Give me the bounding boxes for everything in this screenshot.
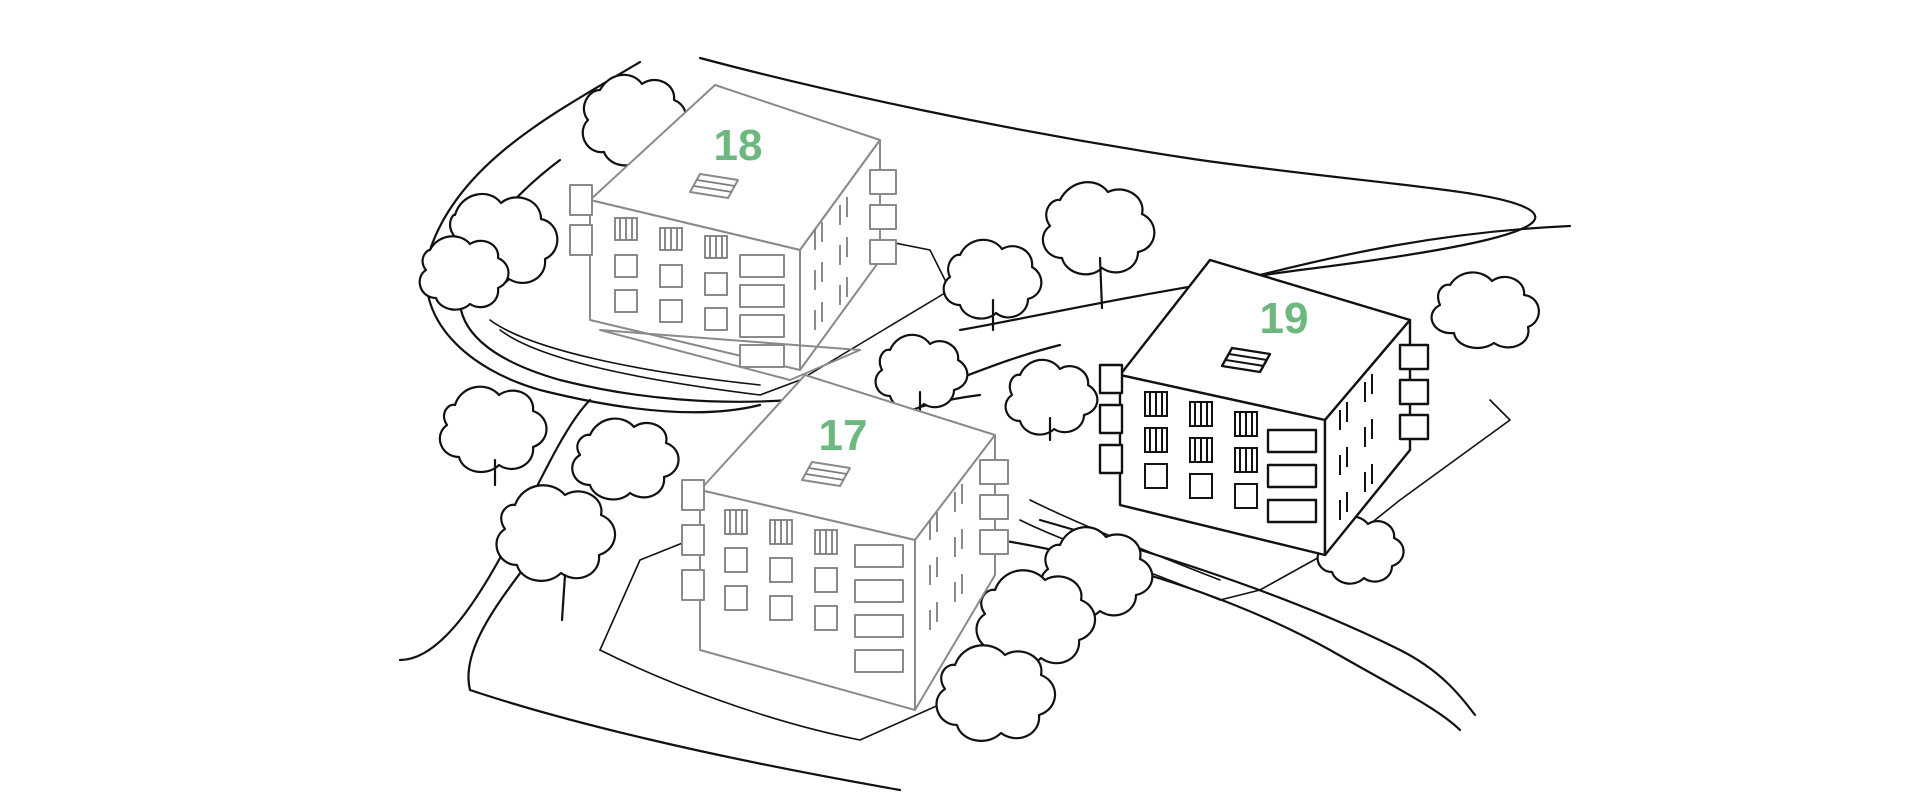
tree	[1041, 181, 1156, 276]
tree	[942, 238, 1043, 320]
windows	[614, 197, 848, 331]
tree	[874, 333, 969, 411]
tree	[571, 417, 680, 501]
tree	[418, 235, 510, 311]
building-number-label[interactable]: 17	[819, 411, 868, 460]
tree	[935, 644, 1057, 742]
tree	[1430, 271, 1540, 350]
tree	[438, 385, 548, 474]
tree	[975, 569, 1097, 667]
building-number-label[interactable]: 18	[714, 121, 763, 170]
tree	[495, 484, 617, 582]
roof-vent-icon	[1220, 346, 1272, 374]
building-19[interactable]: 19	[1098, 258, 1430, 557]
trees	[418, 73, 1540, 742]
balconies	[569, 169, 897, 368]
building-18[interactable]: 18	[569, 84, 897, 381]
building-number-label[interactable]: 19	[1260, 294, 1309, 343]
windows	[724, 484, 963, 631]
windows	[1144, 374, 1373, 520]
tree	[1004, 358, 1099, 436]
building-17[interactable]: 17	[681, 374, 1009, 711]
roof-vent-icon	[689, 173, 739, 199]
roof-vent-icon	[801, 461, 851, 487]
balconies	[681, 459, 1009, 673]
balconies	[1098, 343, 1430, 524]
